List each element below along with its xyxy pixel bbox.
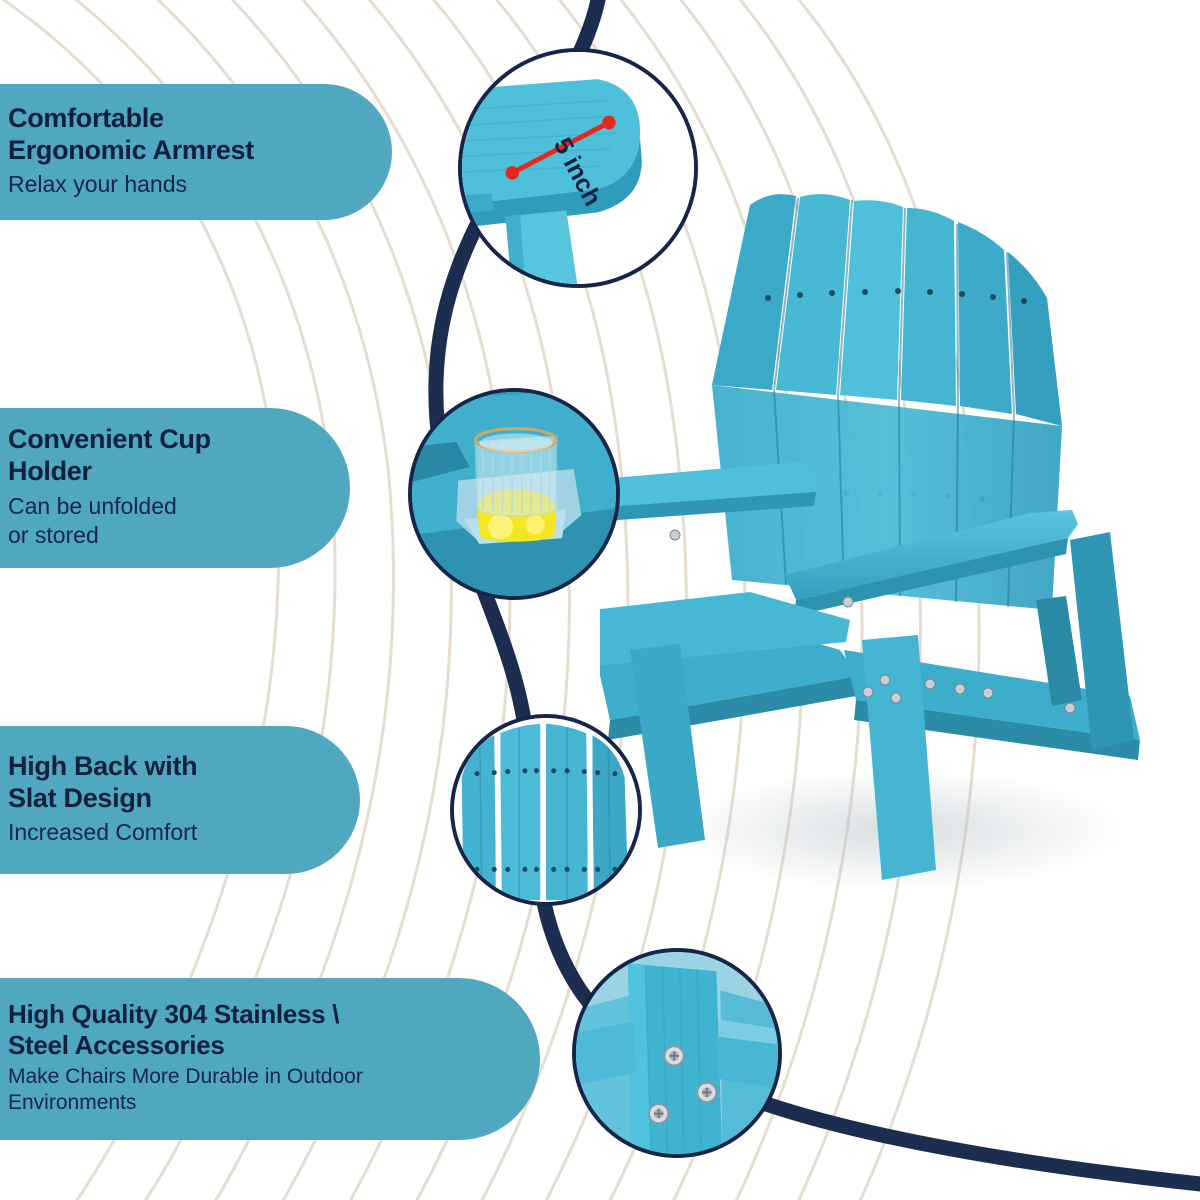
dimension-line	[509, 120, 612, 176]
feature-pill-high-back[interactable]: High Back with Slat Design Increased Com…	[0, 726, 360, 874]
callout-circle-armrest[interactable]: 5 inch	[458, 48, 698, 288]
feature-subtitle-stainless-steel: Make Chairs More Durable in Outdoor Envi…	[8, 1064, 363, 1115]
callout-circle-high-back[interactable]	[450, 714, 642, 906]
feature-title-armrest: Comfortable Ergonomic Armrest	[8, 102, 254, 165]
product-photo-adirondack-chair	[600, 194, 1140, 890]
feature-pill-armrest[interactable]: Comfortable Ergonomic Armrest Relax your…	[0, 84, 392, 220]
callout-circle-stainless-steel[interactable]	[572, 948, 782, 1158]
feature-pill-stainless-steel[interactable]: High Quality 304 Stainless \ Steel Acces…	[0, 978, 540, 1140]
chair-armrest-left	[600, 462, 818, 541]
chair-backrest	[712, 194, 1062, 610]
feature-subtitle-high-back: Increased Comfort	[8, 819, 198, 846]
feature-title-cup-holder: Convenient Cup Holder	[8, 424, 211, 487]
feature-title-stainless-steel: High Quality 304 Stainless \ Steel Acces…	[8, 999, 340, 1060]
armrest-dimension-photo: 5 inch	[462, 52, 694, 284]
stainless-screw-photo	[576, 952, 778, 1154]
dimension-endpoint-start	[505, 166, 520, 180]
callout-circle-cup-holder[interactable]	[408, 388, 620, 600]
feature-subtitle-cup-holder: Can be unfolded or stored	[8, 492, 177, 548]
feature-pill-cup-holder[interactable]: Convenient Cup Holder Can be unfolded or…	[0, 408, 350, 568]
stainless-screws	[648, 1045, 718, 1125]
slat-back-photo	[454, 718, 638, 902]
chair-armrest-right	[785, 510, 1078, 616]
cup-holder-photo	[412, 392, 616, 596]
feature-subtitle-armrest: Relax your hands	[8, 171, 187, 198]
feature-title-high-back: High Back with Slat Design	[8, 750, 198, 813]
chair-legs	[630, 532, 1134, 880]
dimension-endpoint-end	[602, 115, 616, 130]
